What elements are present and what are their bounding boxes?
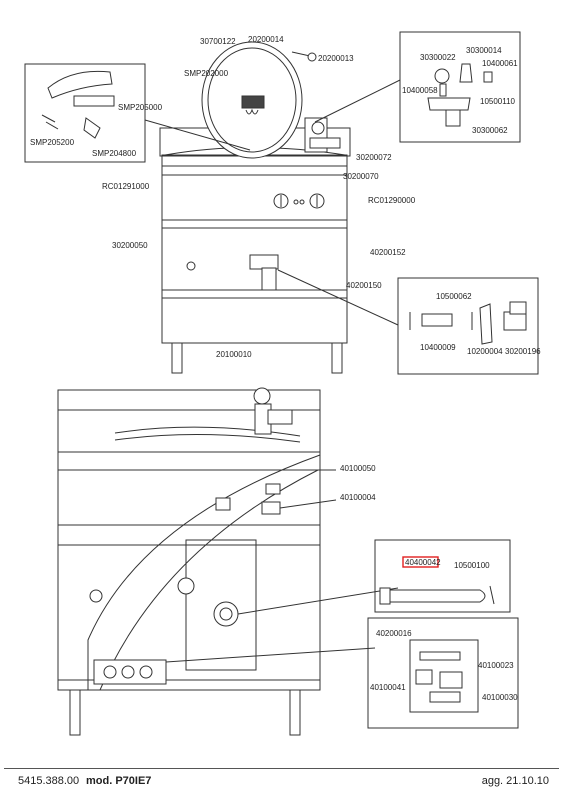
detail-box-valve [399,31,521,143]
label-30200050: 30200050 [112,241,148,250]
label-SMP205200: SMP205200 [30,138,75,147]
label-30300014: 30300014 [466,46,502,55]
label-40100023: 40100023 [478,661,514,670]
upper-kettle-front-view [159,127,351,374]
faucet-detail-leader [277,269,399,326]
element-leader [237,587,399,615]
label-30200196: 30200196 [505,347,541,356]
detail-box-heating-element [374,539,511,613]
label-10400058: 10400058 [402,86,438,95]
control-knob-right [309,193,325,209]
label-10200004: 10200004 [467,347,503,356]
control-board-parts [409,639,479,713]
label-10500100: 10500100 [454,561,490,570]
label-10500062: 10500062 [436,292,472,301]
hinge-parts [41,70,115,139]
footer-bar: 5415.388.00 mod. P70IE7 agg. 21.10.10 [4,768,559,793]
label-30200070: 30200070 [343,172,379,181]
label-RC01291000: RC01291000 [102,182,150,191]
label-20200014: 20200014 [248,35,284,44]
thermostat-blocks [215,483,281,515]
label-20200013: 20200013 [318,54,354,63]
valve-detail-leader [314,79,401,123]
water-inlet-cap [186,261,196,271]
label-30200072: 30200072 [356,153,392,162]
control-knob-left [273,193,289,209]
label-40100041: 40100041 [370,683,406,692]
label-SMP205000: SMP205000 [118,103,163,112]
label-10500110: 10500110 [480,97,516,106]
label-30300062: 30300062 [472,126,508,135]
lower-valve-assembly [253,387,293,435]
label-RC01290000: RC01290000 [368,196,416,205]
label-40200152: 40200152 [370,248,406,257]
highlight-box-40400042 [402,556,439,568]
block-leader-2 [279,499,337,509]
drain-plug [177,577,195,595]
label-40200150: 40200150 [346,281,382,290]
heating-element-mount [213,601,239,627]
detail-box-hinge [24,63,146,163]
model-name: mod. P70IE7 [86,775,152,787]
connector-leader [165,647,376,663]
gear-knob [89,589,103,603]
valve-parts [427,63,493,127]
bottom-connectors [93,659,167,685]
label-40100030: 40100030 [482,693,518,702]
heating-element-parts [379,585,495,605]
label-SMP202000: SMP202000 [184,69,229,78]
kettle-lid [201,41,303,159]
lower-kettle-side-view [57,389,321,736]
label-10400061: 10400061 [482,59,518,68]
label-30700122: 30700122 [200,37,236,46]
revision-date: agg. 21.10.10 [481,775,549,787]
label-40100050: 40100050 [340,464,376,473]
detail-box-control-board [367,617,519,729]
drain-faucet [249,254,279,291]
label-40100004: 40100004 [340,493,376,502]
detail-box-faucet [397,277,539,375]
indicator-lights [293,199,305,205]
label-40200016: 40200016 [376,629,412,638]
label-20100010: 20100010 [216,350,252,359]
faucet-parts [409,301,527,345]
label-10400009: 10400009 [420,343,456,352]
label-40400042: 40400042 [405,558,441,567]
document-number: 5415.388.00 [18,775,80,787]
label-30300022: 30300022 [420,53,456,62]
pressure-valve-assembly [304,117,341,153]
hinge-detail-leader [144,119,251,151]
label-SMP204800: SMP204800 [92,149,137,158]
lid-handle-knob [291,51,317,62]
